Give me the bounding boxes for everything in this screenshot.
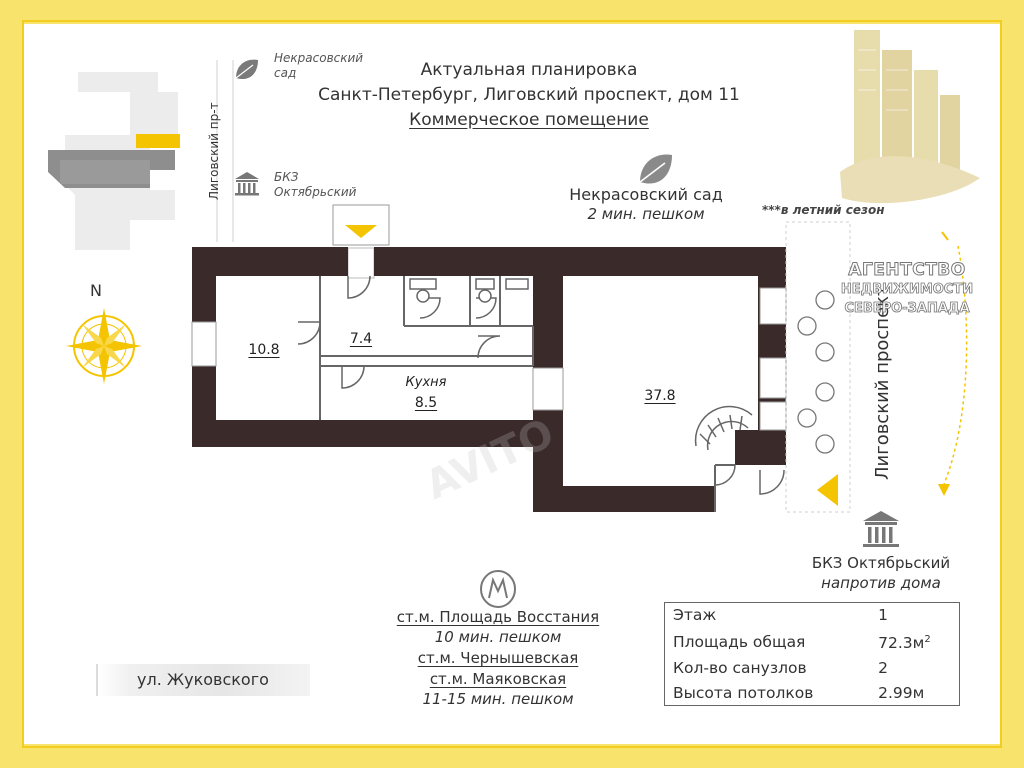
info-row-ceiling: Высота потолков 2.99м [665,680,960,705]
metro-station-2: ст.м. Чернышевская [417,649,579,667]
info-value: 72.3м [878,634,925,653]
info-row-bathrooms: Кол-во санузлов 2 [665,656,960,680]
room-area-kitchen: 8.5 [414,395,438,411]
summer-season-note: ***в летний сезон [762,203,885,217]
info-value: 1 [878,606,888,625]
street-band [96,664,310,696]
property-info-table: Этаж 1 Площадь общая 72.3м2 Кол-во сануз… [664,602,960,706]
map-park-label-1: Некрасовский [274,51,364,65]
interior-walls [319,276,735,512]
title-line-3: Коммерческое помещение [409,110,649,130]
summer-terrace [785,221,851,513]
kitchen-label: Кухня [405,375,447,390]
agency-logo [840,30,980,204]
info-label: Этаж [673,606,717,625]
metro-station-3: ст.м. Маяковская [429,670,567,688]
metro-icon [480,570,516,608]
street-bottom-label: ул. Жуковского [137,670,269,689]
info-label: Кол-во санузлов [673,659,807,678]
room-area-2: 7.4 [349,331,373,347]
metro-station-1: ст.м. Площадь Восстания [396,608,600,626]
metro-walk-2: 11-15 мин. пешком [422,690,574,708]
agency-line-3: СЕВЕРО-ЗАПАДА [844,301,970,316]
compass-north-label: N [90,281,102,300]
door-swings [297,275,785,495]
info-label: Высота потолков [673,683,814,702]
map-bkz-label-1: БКЗ [274,170,299,184]
entrance-marker-top [332,204,390,279]
concert-hall-icon-large [863,511,899,547]
info-label: Площадь общая [673,632,806,651]
park-leaf-icon [639,154,672,184]
building-highlight [136,134,180,148]
map-park-label-2: сад [274,66,297,80]
park-walk-time: 2 мин. пешком [587,205,705,223]
compass-rose-icon [66,308,142,384]
leaf-icon [235,59,258,80]
map-bkz-label-2: Октябрьский [274,185,357,199]
info-value: 2 [878,659,888,678]
arrow-head-icon [938,484,950,496]
agency-line-2: НЕДВИЖИМОСТИ [840,282,974,297]
info-value-sup: 2 [924,634,931,646]
windows [191,287,787,431]
bkz-note: напротив дома [821,574,941,592]
spiral-staircase [694,405,753,451]
park-name: Некрасовский сад [569,185,723,204]
inner-frame-line [22,20,1002,748]
info-value-cell: 72.3м2 [874,628,959,656]
concert-hall-icon [235,172,259,196]
room-area-1: 10.8 [248,342,280,358]
info-value: 2.99м [878,683,925,702]
map-street-label: Лиговский пр-т [207,102,221,200]
info-row-floor: Этаж 1 [665,603,960,628]
info-row-area: Площадь общая 72.3м2 [665,628,960,656]
bathroom-fixtures [409,278,529,303]
bkz-name: БКЗ Октябрьский [811,554,951,572]
locator-map [48,60,234,250]
room-area-3: 37.8 [644,388,676,404]
title-line-2: Санкт-Петербург, Лиговский проспект, дом… [318,85,740,105]
agency-line-1: АГЕНТСТВО [848,260,966,280]
metro-walk-1: 10 мин. пешком [434,628,562,646]
title-line-1: Актуальная планировка [420,60,638,80]
entrance-marker-right [817,474,838,506]
